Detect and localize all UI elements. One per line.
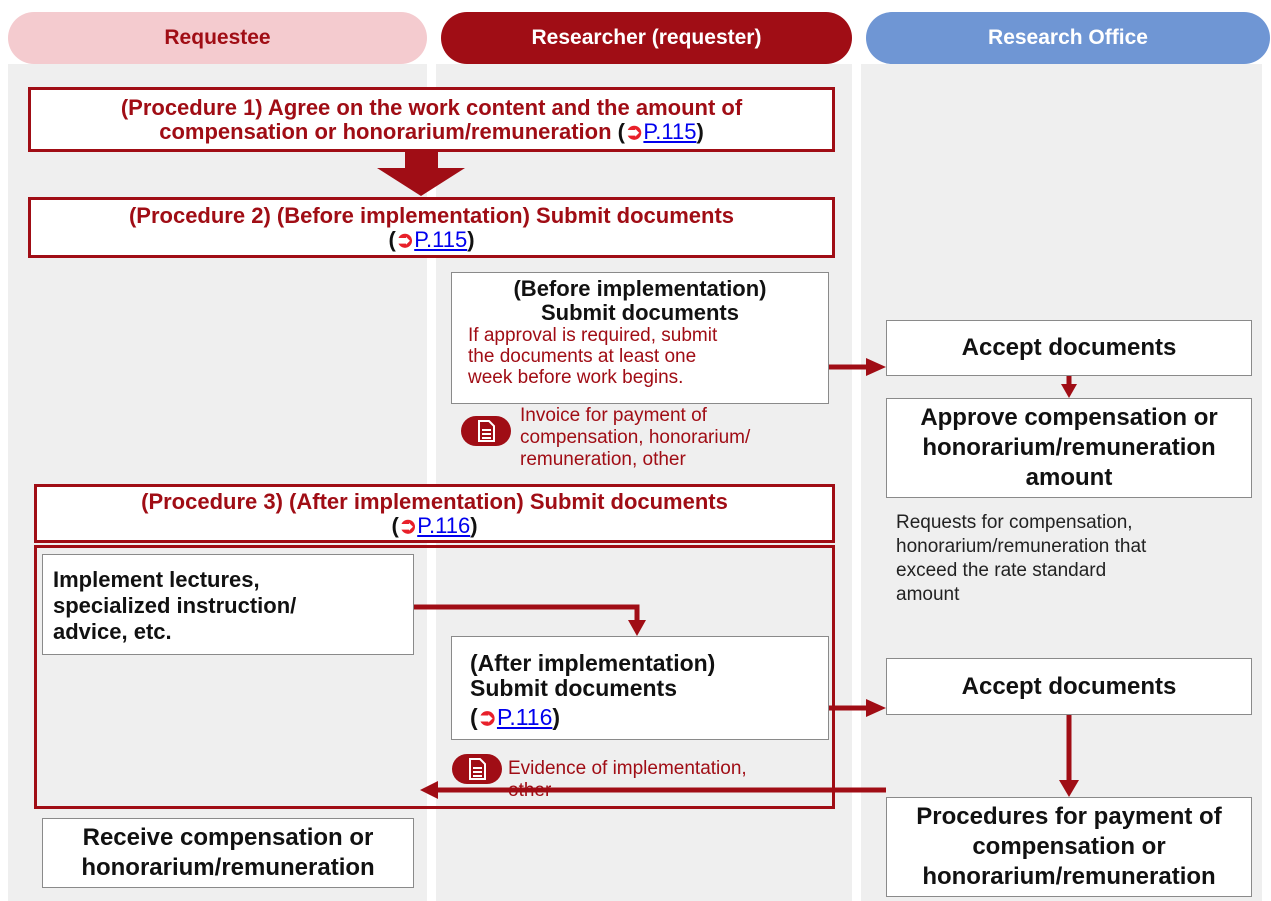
procedure-2-close: ) <box>467 226 475 252</box>
document-icon <box>461 416 511 446</box>
arrow-hook-icon: ➲ <box>398 512 418 538</box>
payment-line1: Procedures for payment of <box>916 803 1222 830</box>
invoice-note-line1: Invoice for payment of <box>520 405 707 426</box>
before-submit-title1: (Before implementation) <box>513 276 767 301</box>
approve-note-line4: amount <box>896 584 960 605</box>
accept-documents-2-label: Accept documents <box>961 672 1177 700</box>
accept-documents-1-label: Accept documents <box>961 334 1177 361</box>
procedure-1-line1: (Procedure 1) Agree on the work content … <box>120 94 743 120</box>
procedure-3-line1: (Procedure 3) (After implementation) Sub… <box>141 488 728 514</box>
procedure-2-page-link[interactable]: P.115 <box>414 226 468 252</box>
after-submit-line1: (After implementation) <box>470 650 716 676</box>
approve-line3: amount <box>1025 464 1113 491</box>
accept-documents-box-2: Accept documents <box>886 658 1252 715</box>
receive-line2: honorarium/remuneration <box>81 854 375 881</box>
before-submit-note1: If approval is required, submit <box>468 325 718 346</box>
evidence-note-line1: Evidence of implementation, <box>508 758 747 779</box>
approve-line2: honorarium/remuneration <box>922 434 1216 461</box>
invoice-note: Invoice for payment of compensation, hon… <box>520 405 840 471</box>
invoice-note-line2: compensation, honorarium/ <box>520 427 751 448</box>
procedure-3-open: ( <box>391 512 399 538</box>
procedure-1-line2: compensation or honorarium/remuneration <box>159 118 612 144</box>
procedure-2-open: ( <box>388 226 396 252</box>
approve-note-line1: Requests for compensation, <box>896 512 1133 533</box>
approve-note-line3: exceed the rate standard <box>896 560 1107 581</box>
after-submit-line2: Submit documents <box>470 675 678 701</box>
before-submit-note3: week before work begins. <box>468 367 684 388</box>
after-submit-box: (After implementation) Submit documents … <box>451 636 829 740</box>
after-submit-page-link[interactable]: P.116 <box>496 704 553 730</box>
implement-box: Implement lectures, specialized instruct… <box>42 554 414 655</box>
arrow-hook-icon: ➲ <box>477 704 497 730</box>
arrow-implement-to-after <box>414 604 640 622</box>
approve-line1: Approve compensation or <box>920 404 1218 431</box>
implement-line1: Implement lectures, <box>53 567 260 592</box>
evidence-note-line2: other <box>508 780 552 801</box>
evidence-note: Evidence of implementation, other <box>508 758 828 802</box>
payment-line2: compensation or <box>972 833 1166 860</box>
after-submit-close: ) <box>552 704 561 730</box>
procedure-3-container <box>34 545 835 809</box>
payment-procedures-box: Procedures for payment of compensation o… <box>886 797 1252 897</box>
receive-line1: Receive compensation or <box>82 824 374 851</box>
receive-compensation-box: Receive compensation or honorarium/remun… <box>42 818 414 888</box>
arrow-hook-icon: ➲ <box>624 118 644 144</box>
big-down-arrow <box>377 152 465 196</box>
approve-note: Requests for compensation, honorarium/re… <box>896 511 1256 607</box>
before-submit-title2: Submit documents <box>540 300 739 325</box>
procedure-3-page-link[interactable]: P.116 <box>417 512 471 538</box>
invoice-note-line3: remuneration, other <box>520 449 686 470</box>
procedure-1-page-link[interactable]: P.115 <box>643 118 697 144</box>
procedure-3-close: ) <box>470 512 478 538</box>
accept-documents-box-1: Accept documents <box>886 320 1252 376</box>
procedure-2-line1: (Procedure 2) (Before implementation) Su… <box>128 202 735 228</box>
implement-line3: advice, etc. <box>53 619 172 644</box>
lane-header-office: Research Office <box>866 12 1270 64</box>
after-submit-open: ( <box>470 704 478 730</box>
payment-line3: honorarium/remuneration <box>922 863 1216 890</box>
procedure-1-close: ) <box>696 118 704 144</box>
procedure-1-box: (Procedure 1) Agree on the work content … <box>28 87 835 152</box>
implement-line2: specialized instruction/ <box>53 593 297 618</box>
approve-amount-box: Approve compensation or honorarium/remun… <box>886 398 1252 498</box>
before-submit-note2: the documents at least one <box>468 346 697 367</box>
arrow-hook-icon: ➲ <box>395 226 415 252</box>
procedure-1-open: ( <box>617 118 625 144</box>
procedure-2-box: (Procedure 2) (Before implementation) Su… <box>28 197 835 258</box>
lane-header-requestee: Requestee <box>8 12 427 64</box>
document-icon <box>452 754 502 784</box>
procedure-3-box: (Procedure 3) (After implementation) Sub… <box>34 484 835 543</box>
lane-header-researcher: Researcher (requester) <box>441 12 852 64</box>
approve-note-line2: honorarium/remuneration that <box>896 536 1147 557</box>
before-submit-box: (Before implementation) Submit documents… <box>451 272 829 404</box>
